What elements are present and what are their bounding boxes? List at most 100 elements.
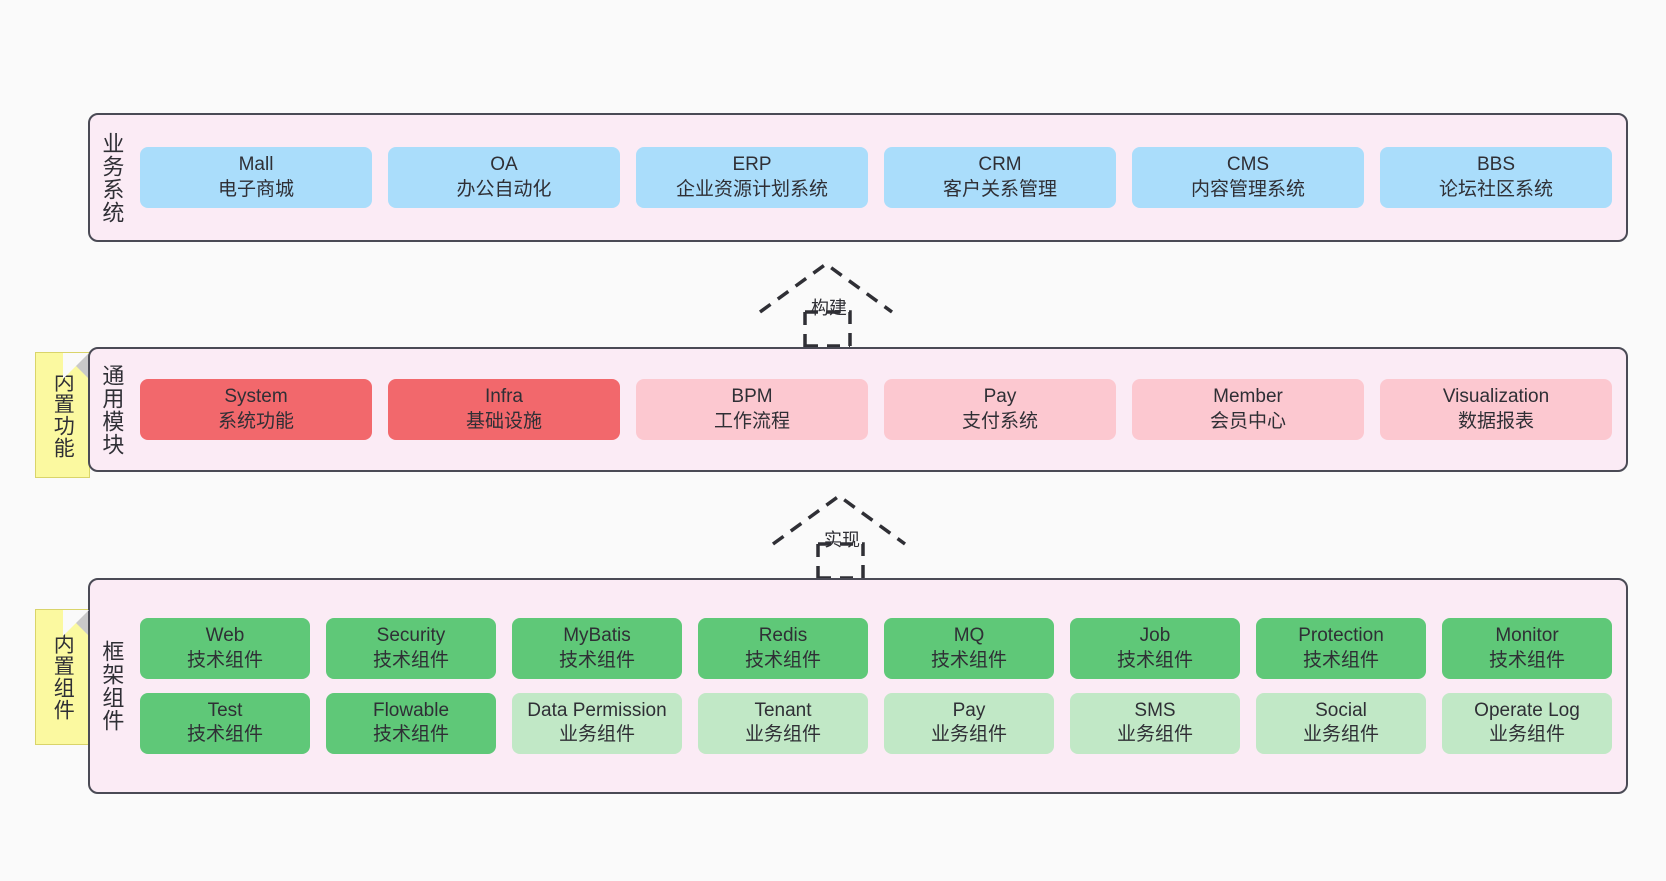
connector-implement-label: 实现 (824, 530, 860, 550)
business-card-crm[interactable]: CRM 客户关系管理 (884, 147, 1116, 208)
framework-card-test-desc: 技术组件 (186, 724, 263, 746)
business-card-bbs[interactable]: BBS 论坛社区系统 (1380, 147, 1612, 208)
framework-card-security-name: Security (376, 625, 446, 647)
framework-card-web-name: Web (205, 625, 245, 647)
business-card-erp-name: ERP (732, 154, 772, 176)
note-builtin-functions: 内置功能 (35, 352, 90, 478)
framework-card-test-name: Test (207, 700, 243, 721)
framework-card-job-desc: 技术组件 (1116, 649, 1193, 671)
framework-card-web-desc: 技术组件 (186, 649, 263, 671)
module-card-pay-name: Pay (983, 386, 1017, 408)
module-card-pay[interactable]: Pay 支付系统 (884, 379, 1116, 440)
common-modules-row: System 系统功能 Infra 基础设施 BPM 工作流程 Pay 支付系统… (140, 379, 1612, 440)
framework-card-operate-log-name: Operate Log (1474, 700, 1580, 721)
module-card-system[interactable]: System 系统功能 (140, 379, 372, 440)
module-card-system-desc: 系统功能 (217, 410, 294, 432)
module-card-member-desc: 会员中心 (1209, 410, 1286, 432)
module-card-bpm[interactable]: BPM 工作流程 (636, 379, 868, 440)
framework-card-protection[interactable]: Protection 技术组件 (1256, 618, 1426, 679)
note-builtin-components-text: 内置组件 (51, 633, 75, 721)
framework-card-protection-name: Protection (1298, 625, 1384, 647)
framework-card-data-permission[interactable]: Data Permission 业务组件 (512, 693, 682, 754)
business-card-oa-desc: 办公自动化 (456, 178, 552, 200)
module-card-bpm-name: BPM (731, 386, 773, 408)
module-card-member-name: Member (1213, 386, 1283, 408)
framework-card-job[interactable]: Job 技术组件 (1070, 618, 1240, 679)
framework-card-mq-name: MQ (953, 625, 985, 647)
framework-card-tenant-desc: 业务组件 (744, 724, 821, 746)
connector-build-arrow: 构建 (755, 258, 905, 348)
framework-card-sms-name: SMS (1134, 700, 1176, 721)
module-card-infra[interactable]: Infra 基础设施 (388, 379, 620, 440)
framework-card-pay[interactable]: Pay 业务组件 (884, 693, 1054, 754)
layer-common-modules-body: System 系统功能 Infra 基础设施 BPM 工作流程 Pay 支付系统… (132, 349, 1626, 470)
framework-card-mybatis-name: MyBatis (563, 625, 631, 647)
business-card-erp[interactable]: ERP 企业资源计划系统 (636, 147, 868, 208)
framework-card-social[interactable]: Social 业务组件 (1256, 693, 1426, 754)
framework-card-redis-desc: 技术组件 (744, 649, 821, 671)
business-card-mall-desc: 电子商城 (217, 178, 294, 200)
framework-tech-row: Web 技术组件 Security 技术组件 MyBatis 技术组件 Redi… (140, 618, 1612, 679)
business-card-crm-desc: 客户关系管理 (942, 178, 1057, 200)
framework-card-flowable[interactable]: Flowable 技术组件 (326, 693, 496, 754)
framework-card-sms-desc: 业务组件 (1116, 724, 1193, 746)
business-card-bbs-desc: 论坛社区系统 (1438, 178, 1553, 200)
framework-card-social-desc: 业务组件 (1302, 724, 1379, 746)
connector-build-arrow-icon (758, 261, 894, 348)
layer-business-systems-title: 业务系统 (99, 131, 125, 224)
business-card-oa-name: OA (490, 154, 518, 176)
module-card-bpm-desc: 工作流程 (713, 410, 790, 432)
business-card-oa[interactable]: OA 办公自动化 (388, 147, 620, 208)
framework-card-monitor[interactable]: Monitor 技术组件 (1442, 618, 1612, 679)
module-card-visualization-name: Visualization (1442, 386, 1550, 408)
framework-card-monitor-name: Monitor (1495, 625, 1559, 647)
business-card-bbs-name: BBS (1476, 154, 1516, 176)
framework-card-tenant-name: Tenant (754, 700, 812, 721)
framework-card-monitor-desc: 技术组件 (1488, 649, 1565, 671)
framework-card-pay-name: Pay (952, 700, 986, 721)
business-card-cms-desc: 内容管理系统 (1190, 178, 1305, 200)
layer-framework-components-body: Web 技术组件 Security 技术组件 MyBatis 技术组件 Redi… (132, 580, 1626, 792)
framework-card-web[interactable]: Web 技术组件 (140, 618, 310, 679)
framework-card-redis[interactable]: Redis 技术组件 (698, 618, 868, 679)
layer-framework-components-title: 框架组件 (99, 640, 125, 732)
note-builtin-components: 内置组件 (35, 609, 90, 745)
framework-card-flowable-name: Flowable (372, 700, 450, 721)
framework-card-operate-log[interactable]: Operate Log 业务组件 (1442, 693, 1612, 754)
framework-card-security-desc: 技术组件 (372, 649, 449, 671)
framework-card-data-permission-desc: 业务组件 (558, 724, 635, 746)
module-card-pay-desc: 支付系统 (961, 410, 1038, 432)
framework-card-data-permission-name: Data Permission (527, 700, 667, 721)
business-card-crm-name: CRM (978, 154, 1022, 176)
connector-implement-arrow: 实现 (768, 490, 918, 580)
framework-card-redis-name: Redis (758, 625, 808, 647)
framework-card-tenant[interactable]: Tenant 业务组件 (698, 693, 868, 754)
framework-card-job-name: Job (1139, 625, 1171, 647)
note-builtin-functions-text: 内置功能 (51, 371, 75, 459)
framework-card-sms[interactable]: SMS 业务组件 (1070, 693, 1240, 754)
framework-card-mq-desc: 技术组件 (930, 649, 1007, 671)
framework-card-mybatis-desc: 技术组件 (558, 649, 635, 671)
framework-card-pay-desc: 业务组件 (930, 724, 1007, 746)
framework-card-mq[interactable]: MQ 技术组件 (884, 618, 1054, 679)
framework-card-social-name: Social (1315, 700, 1367, 721)
business-card-cms[interactable]: CMS 内容管理系统 (1132, 147, 1364, 208)
business-card-cms-name: CMS (1226, 154, 1270, 176)
layer-business-systems-body: Mall 电子商城 OA 办公自动化 ERP 企业资源计划系统 CRM 客户关系… (132, 115, 1626, 240)
module-card-visualization-desc: 数据报表 (1457, 410, 1534, 432)
framework-card-security[interactable]: Security 技术组件 (326, 618, 496, 679)
module-card-visualization[interactable]: Visualization 数据报表 (1380, 379, 1612, 440)
layer-business-systems: 业务系统 Mall 电子商城 OA 办公自动化 ERP 企业资源计划系统 CRM… (88, 113, 1628, 242)
framework-card-test[interactable]: Test 技术组件 (140, 693, 310, 754)
business-card-mall[interactable]: Mall 电子商城 (140, 147, 372, 208)
layer-framework-components: 框架组件 Web 技术组件 Security 技术组件 MyBatis 技术组件… (88, 578, 1628, 794)
framework-card-protection-desc: 技术组件 (1302, 649, 1379, 671)
module-card-system-name: System (224, 386, 288, 408)
module-card-member[interactable]: Member 会员中心 (1132, 379, 1364, 440)
framework-card-operate-log-desc: 业务组件 (1488, 724, 1565, 746)
framework-biz-row: Test 技术组件 Flowable 技术组件 Data Permission … (140, 693, 1612, 754)
business-card-erp-desc: 企业资源计划系统 (675, 178, 828, 200)
module-card-infra-name: Infra (484, 386, 524, 408)
framework-card-mybatis[interactable]: MyBatis 技术组件 (512, 618, 682, 679)
